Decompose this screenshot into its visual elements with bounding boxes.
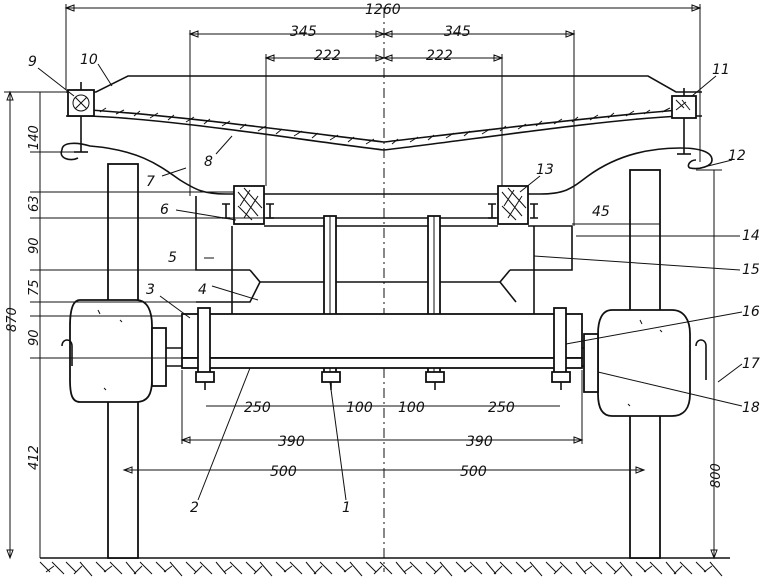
callout-7: 7: [146, 174, 155, 190]
callout-8: 8: [204, 154, 213, 170]
callout-18: 18: [742, 400, 760, 416]
callout-5: 5: [168, 250, 177, 266]
callout-12: 12: [728, 148, 746, 164]
nuts: [195, 371, 571, 390]
dimension-labels: 1260 345 345 222 222 45 250 100 100 250 …: [244, 2, 610, 480]
dim-90-top: 90: [27, 237, 42, 254]
dim-412: 412: [27, 445, 42, 470]
dim-250-left: 250: [244, 400, 271, 416]
callout-labels: 1 2 3 4 5 6 7 8 9 10 11 12 13 14 15 16 1…: [28, 52, 760, 516]
upper-beam: [66, 75, 702, 151]
axle-bar: [181, 357, 583, 369]
callout-9: 9: [28, 54, 37, 70]
callout-17: 17: [742, 356, 760, 372]
dim-345-right: 345: [444, 24, 471, 40]
ground-hatching: [39, 557, 730, 577]
dim-345-left: 345: [290, 24, 317, 40]
dim-800: 800: [709, 463, 724, 488]
dim-870: 870: [5, 307, 20, 332]
dim-390-left: 390: [278, 434, 305, 450]
right-hub: [583, 309, 707, 417]
dim-75: 75: [27, 279, 42, 296]
left-u-bolt: [197, 307, 211, 377]
dim-222-left: 222: [314, 48, 341, 64]
callout-13: 13: [536, 162, 554, 178]
callout-15: 15: [742, 262, 760, 278]
dim-45: 45: [592, 204, 610, 220]
callout-1: 1: [342, 500, 351, 516]
callout-16: 16: [742, 304, 760, 320]
dim-500-right: 500: [460, 464, 487, 480]
dim-500-left: 500: [270, 464, 297, 480]
callout-3: 3: [146, 282, 155, 298]
left-hub: [61, 299, 167, 403]
dim-222-right: 222: [426, 48, 453, 64]
left-end-bolt: [72, 94, 90, 112]
callout-leaders: [37, 63, 743, 501]
dim-1260: 1260: [365, 2, 401, 18]
callout-14: 14: [742, 228, 760, 244]
right-end-block: [671, 95, 697, 119]
dim-90-bottom: 90: [27, 329, 42, 346]
dim-63: 63: [27, 195, 42, 212]
dim-140: 140: [27, 125, 42, 150]
dim-390-right: 390: [466, 434, 493, 450]
dim-250-right: 250: [488, 400, 515, 416]
middle-frame: [195, 196, 573, 303]
callout-2: 2: [190, 500, 199, 516]
dimension-lines: [4, 4, 722, 560]
callout-6: 6: [160, 202, 169, 218]
axle-housing: [181, 313, 583, 359]
dim-100-right: 100: [398, 400, 425, 416]
callout-10: 10: [80, 52, 98, 68]
dim-100-left: 100: [346, 400, 373, 416]
right-u-bolt: [553, 307, 567, 377]
callout-4: 4: [198, 282, 207, 298]
curved-frame: [61, 142, 713, 195]
callout-11: 11: [712, 62, 730, 78]
